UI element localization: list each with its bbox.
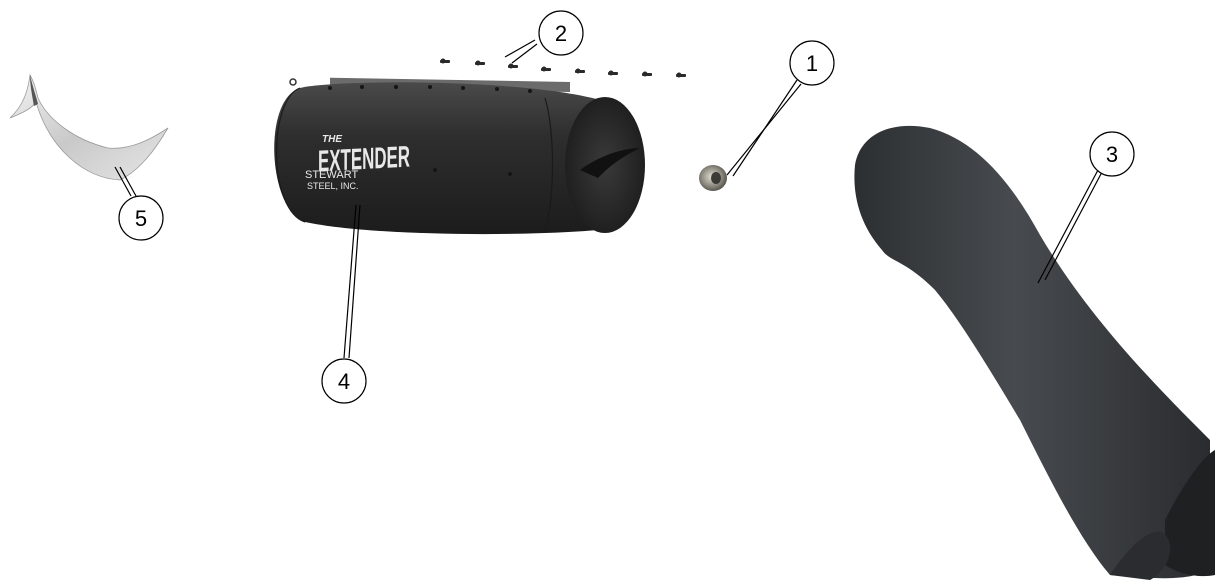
extender-body-part: THE EXTENDER STEWART STEEL, INC.: [274, 78, 645, 234]
callout-4: 4: [322, 205, 366, 403]
callout-2-label: 2: [555, 21, 567, 46]
label-maker-line2: STEEL, INC.: [307, 181, 359, 191]
callout-5-label: 5: [135, 206, 147, 231]
callout-3-label: 3: [1106, 142, 1118, 167]
exhaust-elbow-part: [854, 126, 1215, 580]
rain-flap-part: [10, 75, 168, 180]
callout-2: 2: [505, 11, 583, 63]
callout-4-label: 4: [338, 369, 350, 394]
callout-1-label: 1: [806, 51, 818, 76]
nut-part: [699, 165, 727, 191]
label-maker-line1: STEWART: [305, 169, 358, 181]
callout-1: 1: [727, 41, 834, 176]
